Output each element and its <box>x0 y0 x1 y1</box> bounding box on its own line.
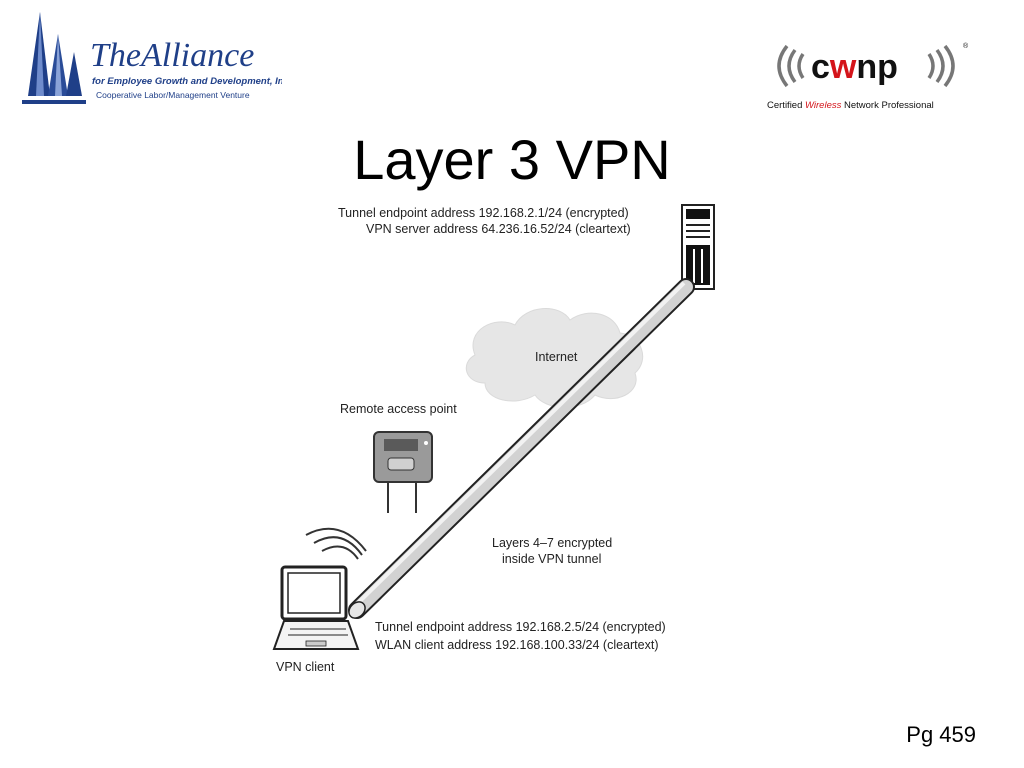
cwnp-tagline: Certified Wireless Network Professional <box>767 100 934 111</box>
wireless-waves-right-icon <box>927 44 955 88</box>
slide-title: Layer 3 VPN <box>353 128 671 191</box>
client-tunnel-endpoint-label: Tunnel endpoint address 192.168.2.5/24 (… <box>375 620 666 634</box>
vpn-diagram: Internet Tunnel endpoint address 192.168… <box>272 204 715 674</box>
alliance-subtitle: Cooperative Labor/Management Venture <box>96 90 250 100</box>
alliance-towers-icon <box>22 12 86 104</box>
wireless-signal-icon <box>305 527 367 560</box>
tunnel-label-line2: inside VPN tunnel <box>502 552 601 566</box>
alliance-tagline: for Employee Growth and Development, Inc… <box>92 76 282 87</box>
server-address-label: VPN server address 64.236.16.52/24 (clea… <box>366 222 631 236</box>
wireless-waves-left-icon <box>777 44 805 88</box>
registered-mark-icon: ® <box>963 42 969 50</box>
tunnel-label-line1: Layers 4–7 encrypted <box>492 536 612 550</box>
cwnp-wordmark: cwnp <box>811 48 898 86</box>
client-address-label: WLAN client address 192.168.100.33/24 (c… <box>375 638 659 652</box>
vpn-client-label: VPN client <box>276 660 335 674</box>
server-tunnel-endpoint-label: Tunnel endpoint address 192.168.2.1/24 (… <box>338 206 629 220</box>
vpn-server-icon <box>681 204 715 290</box>
internet-label: Internet <box>535 350 578 364</box>
cwnp-logo: cwnp ® Certified Wireless Network Profes… <box>767 42 969 111</box>
vpn-tunnel-pipe <box>348 278 695 619</box>
access-point-label: Remote access point <box>340 402 457 416</box>
alliance-logo: TheAlliance for Employee Growth and Deve… <box>22 12 282 104</box>
access-point-icon <box>373 431 433 513</box>
laptop-icon <box>272 565 360 650</box>
page-number: Pg 459 <box>906 722 976 747</box>
alliance-name: TheAlliance <box>90 37 254 74</box>
